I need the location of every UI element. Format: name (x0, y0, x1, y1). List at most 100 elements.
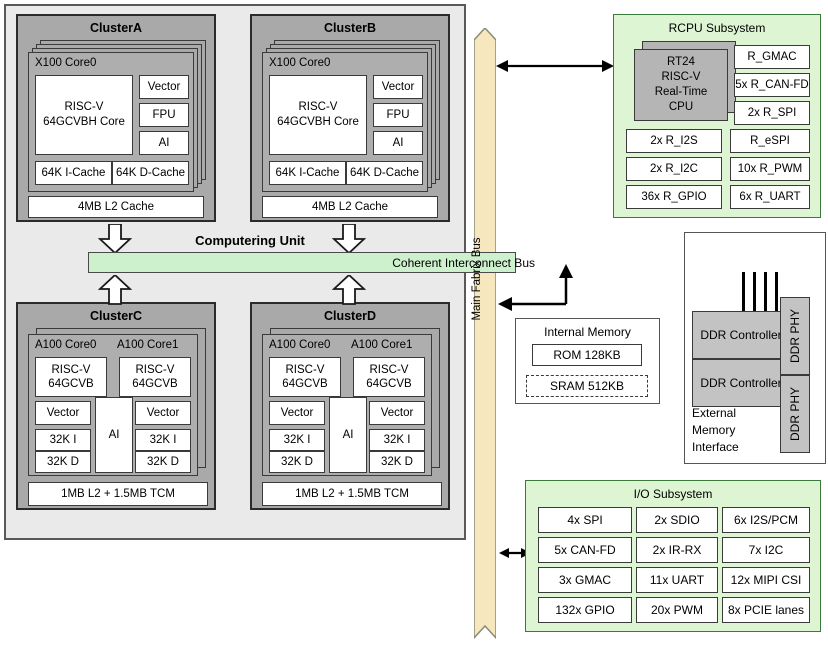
cluster-c-core1-dcache[interactable]: 32K D (135, 451, 191, 473)
riscv-line-1: RISC-V (298, 101, 338, 113)
rcpu-r-pwm[interactable]: 10x R_PWM (730, 157, 810, 181)
cluster-d-core0-icache[interactable]: 32K I (269, 429, 325, 451)
external-memory-interface-label: External Memory Interface (692, 405, 762, 461)
cluster-c[interactable]: ClusterC A100 Core0 A100 Core1 RISC-V 64… (16, 302, 216, 510)
ext-label-line-1: External (692, 406, 737, 420)
io-cell-12x-mipi-csi[interactable]: 12x MIPI CSI (722, 567, 810, 593)
io-cell-2x-sdio[interactable]: 2x SDIO (636, 507, 718, 533)
cluster-b-dcache[interactable]: 64K D-Cache (346, 161, 423, 185)
cluster-a-unit-fpu[interactable]: FPU (139, 103, 189, 127)
ddr-phy-2[interactable]: DDR PHY (780, 375, 810, 453)
cluster-c-ai[interactable]: AI (95, 397, 133, 473)
rcpu-r-i2c[interactable]: 2x R_I2C (626, 157, 722, 181)
io-cell-11x-uart[interactable]: 11x UART (636, 567, 718, 593)
rcpu-subsystem-title: RCPU Subsystem (668, 21, 766, 35)
cluster-c-l2-tcm[interactable]: 1MB L2 + 1.5MB TCM (28, 482, 208, 506)
cluster-c-core1-icache[interactable]: 32K I (135, 429, 191, 451)
io-cell-20x-pwm[interactable]: 20x PWM (636, 597, 718, 623)
cluster-d-core1-riscv[interactable]: RISC-V 64GCVB (353, 357, 425, 397)
cluster-c-core1-riscv[interactable]: RISC-V 64GCVB (119, 357, 191, 397)
cluster-a-dcache[interactable]: 64K D-Cache (112, 161, 189, 185)
riscv-line-2: 64GCVBH Core (277, 116, 359, 128)
cluster-c-core0-label: A100 Core0 (35, 339, 97, 351)
ddr-phy-1[interactable]: DDR PHY (780, 297, 810, 375)
cluster-d-ai[interactable]: AI (329, 397, 367, 473)
riscv-line-1: RISC-V (369, 364, 409, 376)
cluster-d-core-card[interactable]: A100 Core0 A100 Core1 RISC-V 64GCVB Vect… (262, 334, 432, 476)
cluster-c-title: ClusterC (89, 309, 143, 323)
io-cell-2x-ir-rx[interactable]: 2x IR-RX (636, 537, 718, 563)
cluster-b[interactable]: ClusterB X100 Core0 RISC-V 64GCVBH Core … (250, 14, 450, 222)
ddr-lead-2 (753, 272, 756, 312)
coherent-interconnect-bus[interactable] (88, 252, 516, 273)
cluster-b-l2-cache[interactable]: 4MB L2 Cache (262, 196, 438, 218)
cluster-a-l2-cache[interactable]: 4MB L2 Cache (28, 196, 204, 218)
ddr-controller-2[interactable]: DDR Controller (692, 359, 790, 407)
cluster-c-core0-riscv[interactable]: RISC-V 64GCVB (35, 357, 107, 397)
rcpu-r-espi[interactable]: R_eSPI (730, 129, 810, 153)
io-cell-8x-pcie-lanes[interactable]: 8x PCIE lanes (722, 597, 810, 623)
sram-block[interactable]: SRAM 512KB (526, 375, 648, 397)
cluster-b-icache[interactable]: 64K I-Cache (269, 161, 346, 185)
io-cell-3x-gmac[interactable]: 3x GMAC (538, 567, 632, 593)
cluster-c-core0-icache[interactable]: 32K I (35, 429, 91, 451)
cluster-a-icache[interactable]: 64K I-Cache (35, 161, 112, 185)
cluster-c-core0-vector[interactable]: Vector (35, 401, 91, 425)
cluster-a[interactable]: ClusterA X100 Core0 RISC-V 64GCVBH Core … (16, 14, 216, 222)
cluster-d-core1-label: A100 Core1 (351, 339, 413, 351)
main-fabric-bus[interactable] (474, 28, 496, 650)
cluster-a-unit-ai[interactable]: AI (139, 131, 189, 155)
cluster-a-core-card[interactable]: X100 Core0 RISC-V 64GCVBH Core Vector FP… (28, 52, 194, 192)
rcpu-r-gmac[interactable]: R_GMAC (734, 45, 810, 69)
cluster-c-core0-dcache[interactable]: 32K D (35, 451, 91, 473)
rcpu-cpu-line-3: Real-Time (654, 86, 708, 98)
rcpu-r-can-fd[interactable]: 5x R_CAN-FD (734, 73, 810, 97)
riscv-line-1: RISC-V (285, 364, 325, 376)
cluster-d-core0-vector[interactable]: Vector (269, 401, 325, 425)
cluster-b-unit-ai[interactable]: AI (373, 131, 423, 155)
arrow-cluster-a-to-bus (98, 224, 132, 256)
ext-label-line-3: Interface (692, 440, 739, 454)
ext-label-line-2: Memory (692, 423, 736, 437)
rcpu-r-gpio[interactable]: 36x R_GPIO (626, 185, 722, 209)
io-cell-6x-i2s-pcm[interactable]: 6x I2S/PCM (722, 507, 810, 533)
riscv-line-1: RISC-V (51, 364, 91, 376)
cluster-a-unit-vector[interactable]: Vector (139, 75, 189, 99)
cluster-d-core0-riscv[interactable]: RISC-V 64GCVB (269, 357, 341, 397)
arrow-bus-to-fabric (498, 264, 573, 311)
cluster-c-core1-label: A100 Core1 (117, 339, 179, 351)
rcpu-cpu[interactable]: RT24 RISC-V Real-Time CPU (634, 49, 728, 121)
cluster-b-core-label: X100 Core0 (269, 57, 331, 69)
rcpu-r-spi[interactable]: 2x R_SPI (734, 101, 810, 125)
io-cell-7x-i2c[interactable]: 7x I2C (722, 537, 810, 563)
io-cell-132x-gpio[interactable]: 132x GPIO (538, 597, 632, 623)
cluster-b-unit-fpu[interactable]: FPU (373, 103, 423, 127)
main-fabric-bus-label: Main Fabrix Bus (471, 237, 483, 321)
computing-unit-label: Computering Unit (195, 232, 305, 248)
arrow-cluster-d-to-bus (332, 275, 366, 307)
rcpu-r-i2s[interactable]: 2x R_I2S (626, 129, 722, 153)
cluster-d-core1-vector[interactable]: Vector (369, 401, 425, 425)
cluster-b-core-card[interactable]: X100 Core0 RISC-V 64GCVBH Core Vector FP… (262, 52, 428, 192)
cluster-d-core1-dcache[interactable]: 32K D (369, 451, 425, 473)
cluster-d-core1-icache[interactable]: 32K I (369, 429, 425, 451)
ddr-phy-1-label: DDR PHY (788, 308, 803, 364)
io-cell-5x-can-fd[interactable]: 5x CAN-FD (538, 537, 632, 563)
rom-block[interactable]: ROM 128KB (532, 344, 642, 366)
cluster-c-core1-vector[interactable]: Vector (135, 401, 191, 425)
rcpu-r-uart[interactable]: 6x R_UART (730, 185, 810, 209)
cluster-c-core-card[interactable]: A100 Core0 A100 Core1 RISC-V 64GCVB Vect… (28, 334, 198, 476)
cluster-a-riscv-core[interactable]: RISC-V 64GCVBH Core (35, 75, 133, 155)
cluster-b-title: ClusterB (323, 21, 377, 35)
cluster-b-unit-vector[interactable]: Vector (373, 75, 423, 99)
cluster-d-l2-tcm[interactable]: 1MB L2 + 1.5MB TCM (262, 482, 442, 506)
cluster-d-core0-dcache[interactable]: 32K D (269, 451, 325, 473)
cluster-d[interactable]: ClusterD A100 Core0 A100 Core1 RISC-V 64… (250, 302, 450, 510)
cluster-d-title: ClusterD (323, 309, 377, 323)
cluster-b-riscv-core[interactable]: RISC-V 64GCVBH Core (269, 75, 367, 155)
internal-memory-title: Internal Memory (544, 325, 631, 339)
ddr-phy-2-label: DDR PHY (788, 386, 803, 442)
ddr-controller-1[interactable]: DDR Controller (692, 311, 790, 359)
io-cell-4x-spi[interactable]: 4x SPI (538, 507, 632, 533)
rcpu-subsystem: RCPU Subsystem RT24 RISC-V Real-Time CPU… (613, 14, 821, 218)
